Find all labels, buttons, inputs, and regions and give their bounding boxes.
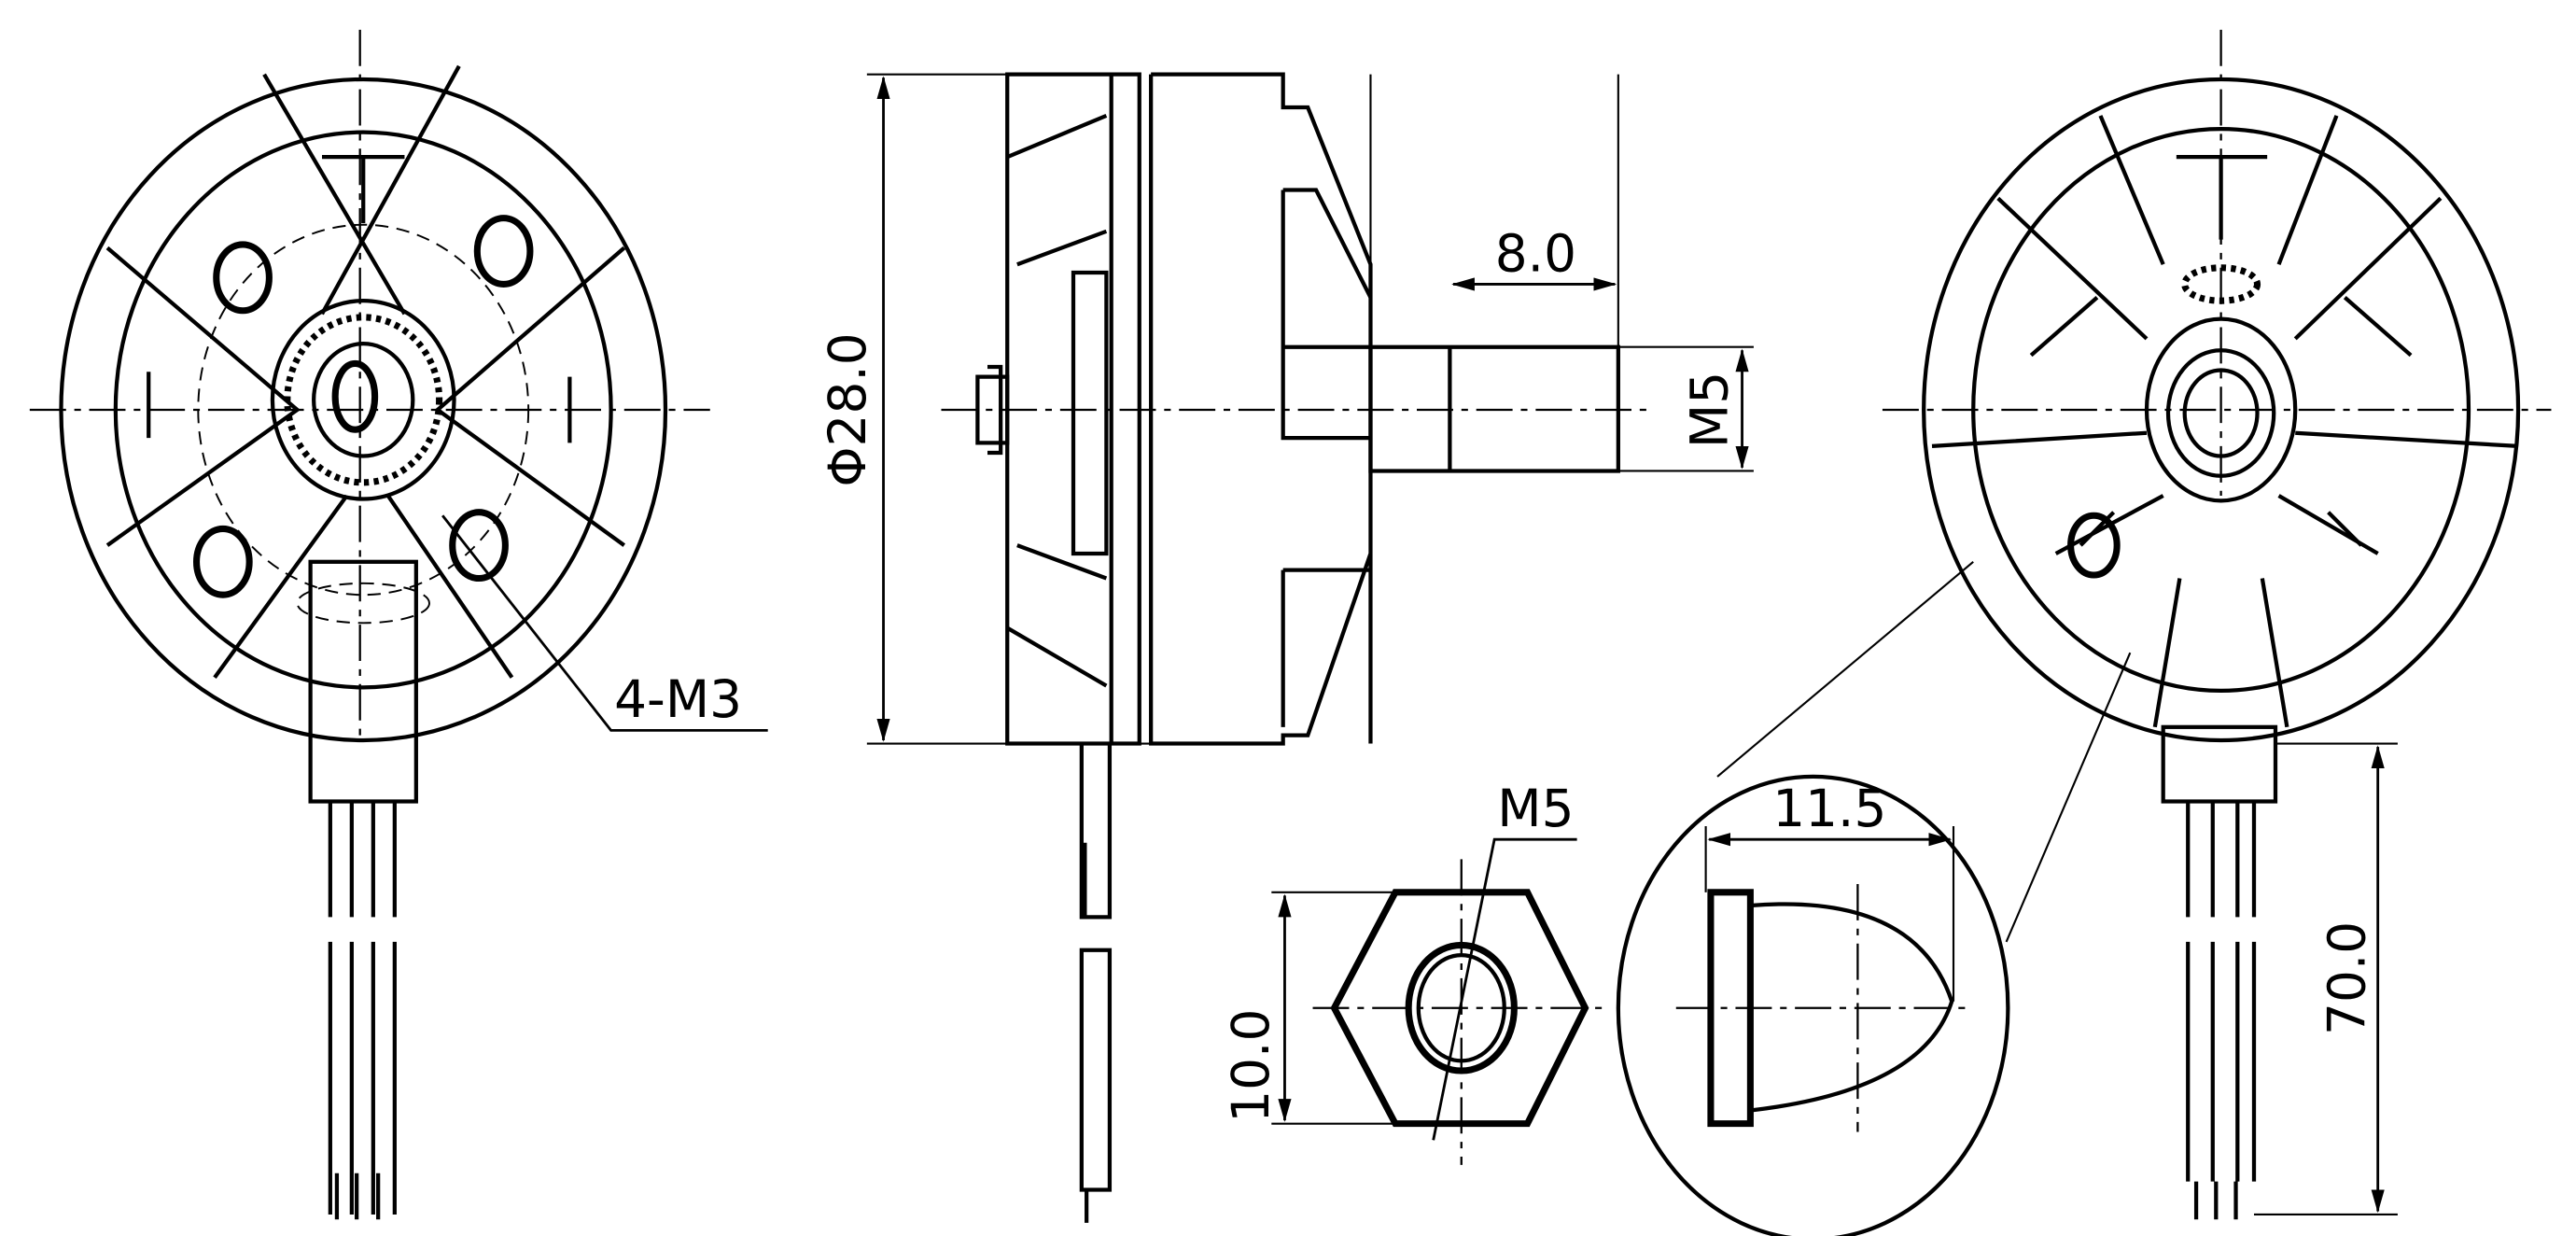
shaft-thread-label: M5 bbox=[1680, 372, 1740, 448]
wire-length-label: 70.0 bbox=[2317, 921, 2377, 1035]
mount-holes bbox=[193, 215, 534, 598]
prop-nut-detail: 11.5 bbox=[1616, 561, 2132, 1236]
prop-nut-length-label: 11.5 bbox=[1772, 779, 1886, 838]
wires bbox=[328, 801, 397, 1220]
side-view: Φ28.0 8.0 M5 bbox=[818, 72, 1754, 1223]
mount-holes-label: 4-M3 bbox=[614, 669, 742, 729]
top-view: 70.0 bbox=[1882, 29, 2552, 1220]
bottom-view: 4-M3 bbox=[29, 29, 768, 1220]
nut-view: M5 10.0 bbox=[1221, 779, 1610, 1165]
diameter-label: Φ28.0 bbox=[818, 332, 877, 486]
nut-size-label: 10.0 bbox=[1221, 1009, 1281, 1123]
wire-sleeve bbox=[308, 559, 418, 804]
nut-thread-label: M5 bbox=[1497, 779, 1574, 838]
shaft-length-label: 8.0 bbox=[1495, 223, 1576, 283]
